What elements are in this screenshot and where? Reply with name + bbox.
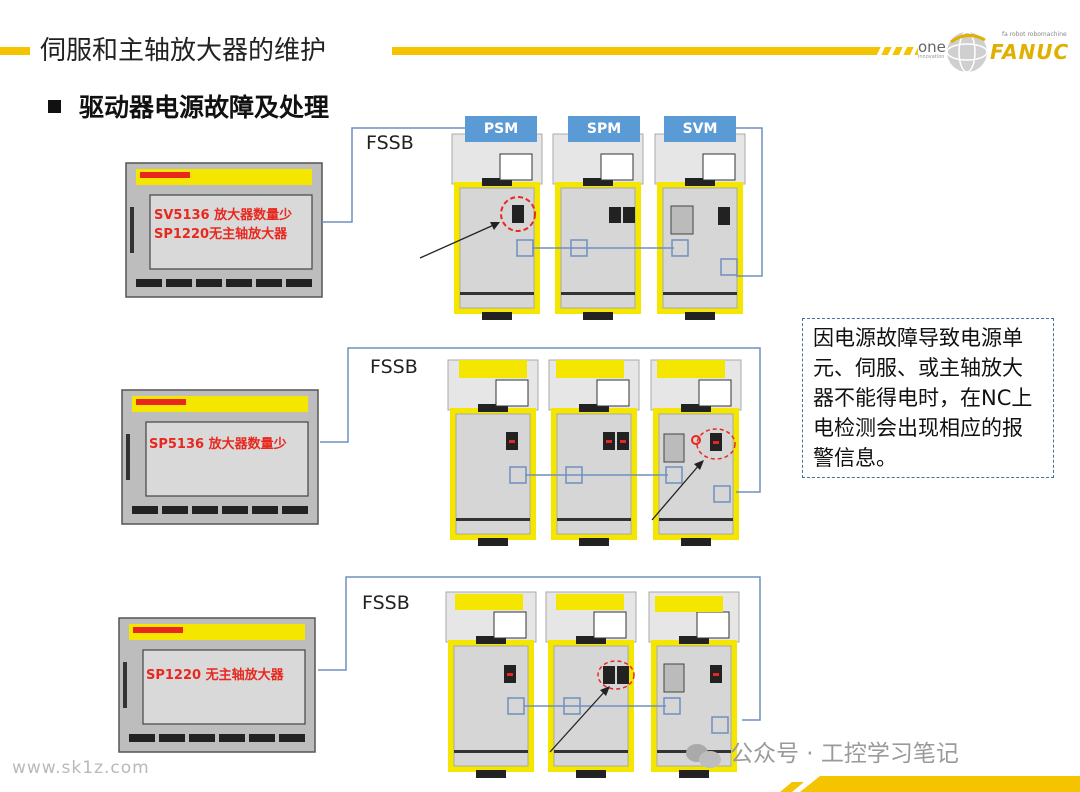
module-label-svm: SVM <box>682 121 718 137</box>
highlight-circle-2 <box>696 428 736 460</box>
section-heading: 驱动器电源故障及处理 <box>48 88 329 124</box>
alarm-line: SP1220无主轴放大器 <box>154 227 288 242</box>
logo-brand: FANUC <box>990 40 1070 64</box>
square-bullet-icon <box>48 99 61 113</box>
highlight-circle-1 <box>500 196 536 232</box>
fssb-label-1: FSSB <box>366 132 414 154</box>
amplifier-psm-3 <box>445 591 537 779</box>
header-accent-bar-right <box>392 47 874 55</box>
diagram-3 <box>118 576 761 779</box>
amplifier-spm-3 <box>545 591 637 779</box>
cnc-screen-2 <box>121 389 319 525</box>
fanuc-logo <box>946 31 988 73</box>
amplifier-svm-1 <box>654 133 746 321</box>
bottom-decoration <box>780 776 1080 792</box>
amplifier-spm-1 <box>552 133 644 321</box>
logo-tagline: fa robot robomachine <box>1002 31 1067 38</box>
cnc-screen-3 <box>118 617 316 753</box>
module-label-spm: SPM <box>586 121 622 137</box>
highlight-circle-3 <box>597 660 635 690</box>
logo-one-text: one <box>918 38 946 56</box>
alarm-text-1: SV5136 放大器数量少 SP1220无主轴放大器 <box>154 206 292 244</box>
section-heading-text: 驱动器电源故障及处理 <box>79 93 330 122</box>
logo-small-text: innovation <box>918 54 945 60</box>
label-box-psm <box>465 116 537 142</box>
alarm-text-2: SP5136 放大器数量少 <box>149 437 287 452</box>
alarm-line: SV5136 放大器数量少 <box>154 208 293 223</box>
explanation-note: 因电源故障导致电源单元、伺服、或主轴放大器不能得电时，在NC上电检测会出现相应的… <box>802 318 1054 478</box>
alarm-text-3: SP1220 无主轴放大器 <box>146 668 284 683</box>
fssb-label-3: FSSB <box>362 592 410 614</box>
diagram-1 <box>125 116 763 321</box>
watermark-wechat: 公众号 · 工控学习笔记 <box>686 734 959 768</box>
module-label-psm: PSM <box>483 121 519 137</box>
fssb-label-2: FSSB <box>370 356 418 378</box>
header-accent-bar-left <box>0 47 30 55</box>
header-accent-stripes <box>874 47 918 55</box>
label-box-spm <box>568 116 640 142</box>
amplifier-psm-1 <box>451 133 543 321</box>
amplifier-psm-2 <box>447 359 539 547</box>
watermark-wechat-text: 公众号 · 工控学习笔记 <box>730 741 959 767</box>
label-box-svm <box>664 116 736 142</box>
watermark-site: www.sk1z.com <box>12 758 150 778</box>
page-title: 伺服和主轴放大器的维护 <box>40 36 327 66</box>
amplifier-spm-2 <box>548 359 640 547</box>
diagram-2 <box>121 347 761 547</box>
wechat-icon <box>686 742 722 768</box>
globe-icon <box>946 31 988 73</box>
